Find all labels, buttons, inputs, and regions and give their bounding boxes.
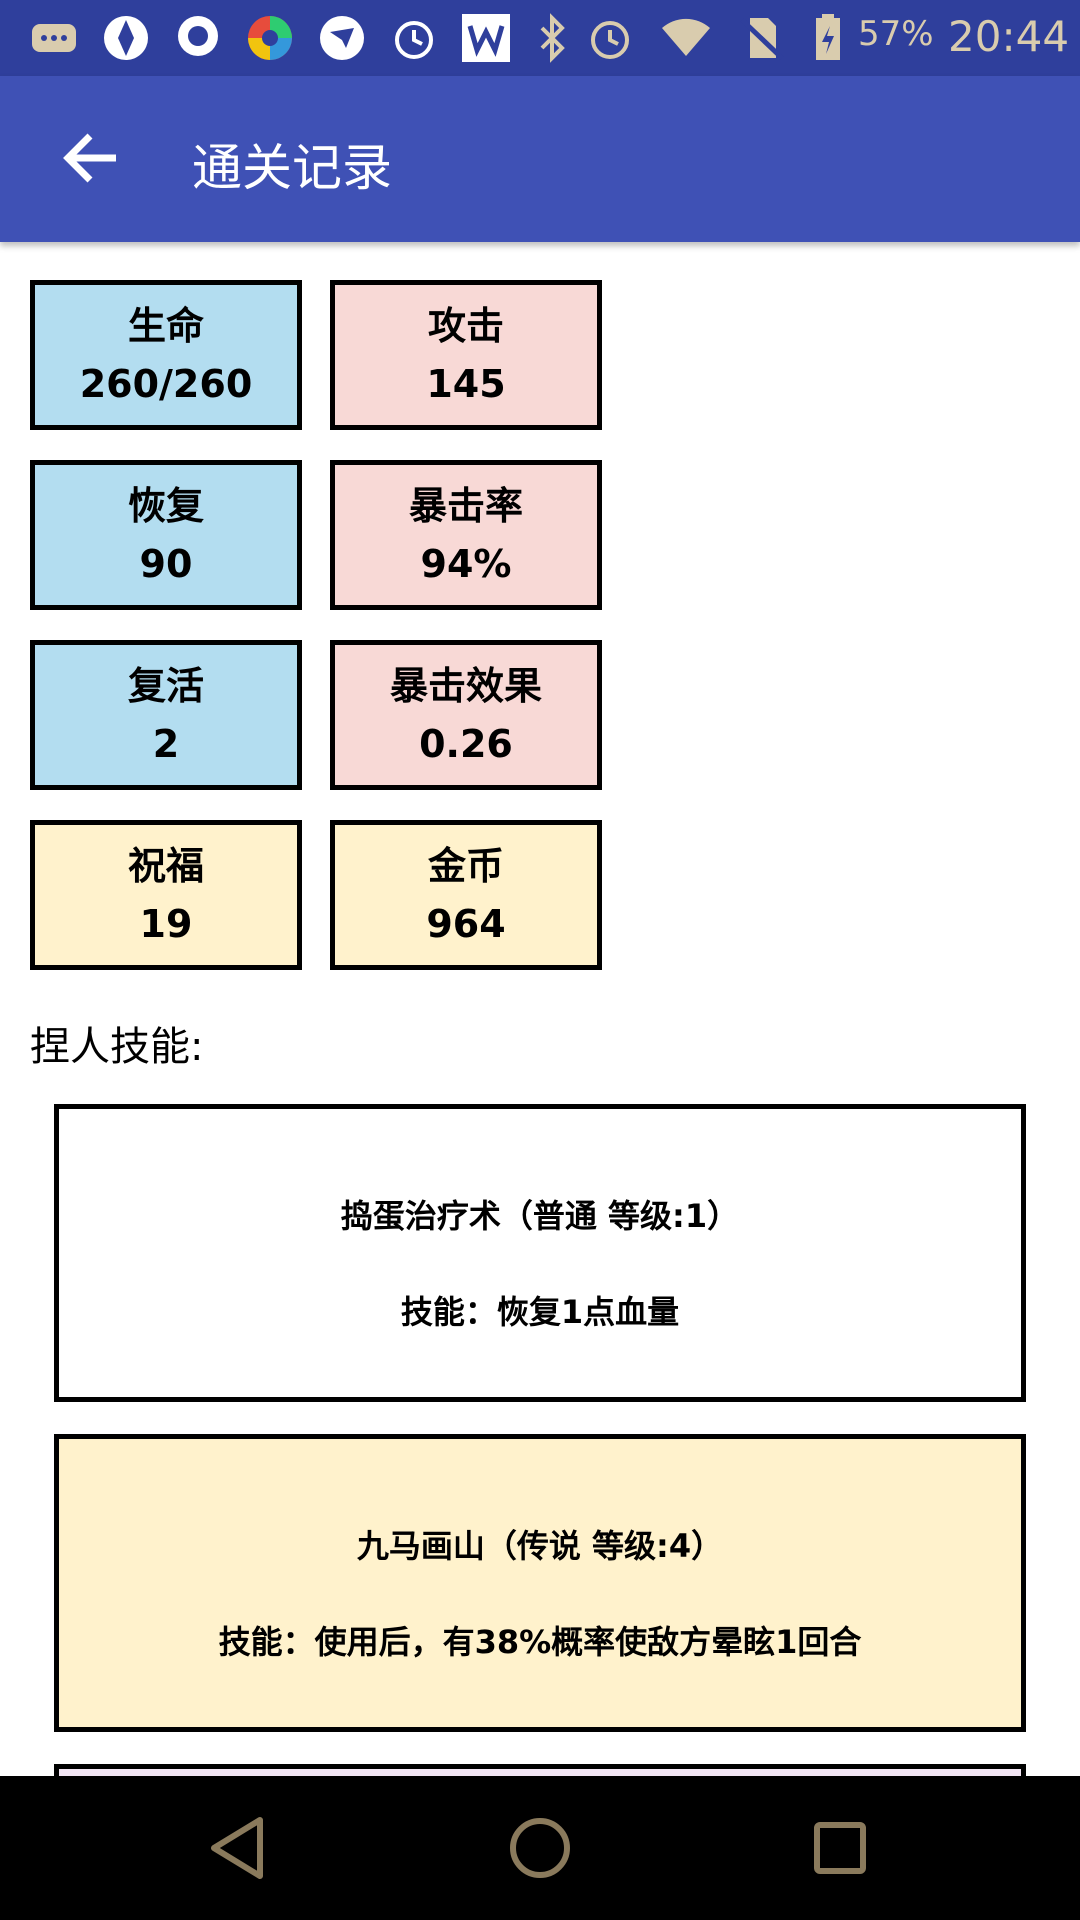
- page-title: 通关记录: [192, 139, 392, 197]
- battery-icon: [816, 14, 840, 60]
- nav-recents-icon[interactable]: [790, 1798, 890, 1898]
- battery-percentage: 57%: [858, 14, 934, 54]
- chat-icon: [178, 16, 218, 56]
- stat-value: 94%: [420, 542, 512, 586]
- app-icon-1: [104, 16, 148, 60]
- skill-name: 九马画山（传说 等级:4）: [356, 1527, 724, 1565]
- alarm-icon-2: [591, 21, 629, 59]
- skill-name: 捣蛋治疗术（普通 等级:1）: [340, 1197, 740, 1235]
- bird-app-icon: [320, 16, 364, 60]
- alarm-icon: [395, 21, 433, 59]
- stat-label: 复活: [127, 664, 204, 708]
- stat-card-crit-rate: 暴击率 94%: [330, 460, 602, 610]
- status-bar: 57% 20:44: [0, 0, 1080, 76]
- stat-label: 暴击率: [408, 484, 523, 528]
- stat-card-attack: 攻击 145: [330, 280, 602, 430]
- app-bar: 通关记录: [0, 76, 1080, 242]
- stat-label: 金币: [427, 844, 504, 888]
- stat-label: 恢复: [127, 484, 204, 528]
- skill-description: 技能：恢复1点血量: [400, 1293, 680, 1331]
- stat-value: 19: [139, 902, 193, 946]
- stat-card-revive: 复活 2: [30, 640, 302, 790]
- stat-value: 964: [426, 902, 506, 946]
- navigation-bar: [0, 1776, 1080, 1920]
- stat-value: 0.26: [419, 722, 513, 766]
- stat-card-recovery: 恢复 90: [30, 460, 302, 610]
- clock: 20:44: [948, 12, 1070, 61]
- stat-label: 生命: [127, 304, 204, 348]
- stat-card-blessing: 祝福 19: [30, 820, 302, 970]
- stat-card-crit-effect: 暴击效果 0.26: [330, 640, 602, 790]
- stat-value: 145: [426, 362, 506, 406]
- word-icon: [462, 14, 510, 62]
- message-icon: [32, 24, 76, 52]
- stat-card-life: 生命 260/260: [30, 280, 302, 430]
- stat-value: 260/260: [79, 362, 253, 406]
- stat-label: 暴击效果: [389, 664, 542, 708]
- stat-card-gold: 金币 964: [330, 820, 602, 970]
- nav-home-icon[interactable]: [490, 1798, 590, 1898]
- no-sim-icon: [740, 18, 784, 60]
- skill-description: 技能：使用后，有38%概率使敌方晕眩1回合: [218, 1623, 862, 1661]
- arrow-back-icon[interactable]: [50, 116, 134, 200]
- stat-value: 90: [139, 542, 193, 586]
- stat-label: 攻击: [427, 304, 504, 348]
- colorful-app-icon: [248, 16, 292, 60]
- skills-section-label: 捏人技能:: [30, 1024, 204, 1070]
- skill-card: 捣蛋治疗术（普通 等级:1） 技能：恢复1点血量: [54, 1104, 1026, 1402]
- skill-card: 九马画山（传说 等级:4） 技能：使用后，有38%概率使敌方晕眩1回合: [54, 1434, 1026, 1732]
- wifi-icon: [662, 18, 710, 56]
- nav-back-icon[interactable]: [190, 1798, 290, 1898]
- bluetooth-icon: [540, 13, 565, 63]
- stat-label: 祝福: [127, 844, 204, 888]
- stat-value: 2: [152, 722, 180, 766]
